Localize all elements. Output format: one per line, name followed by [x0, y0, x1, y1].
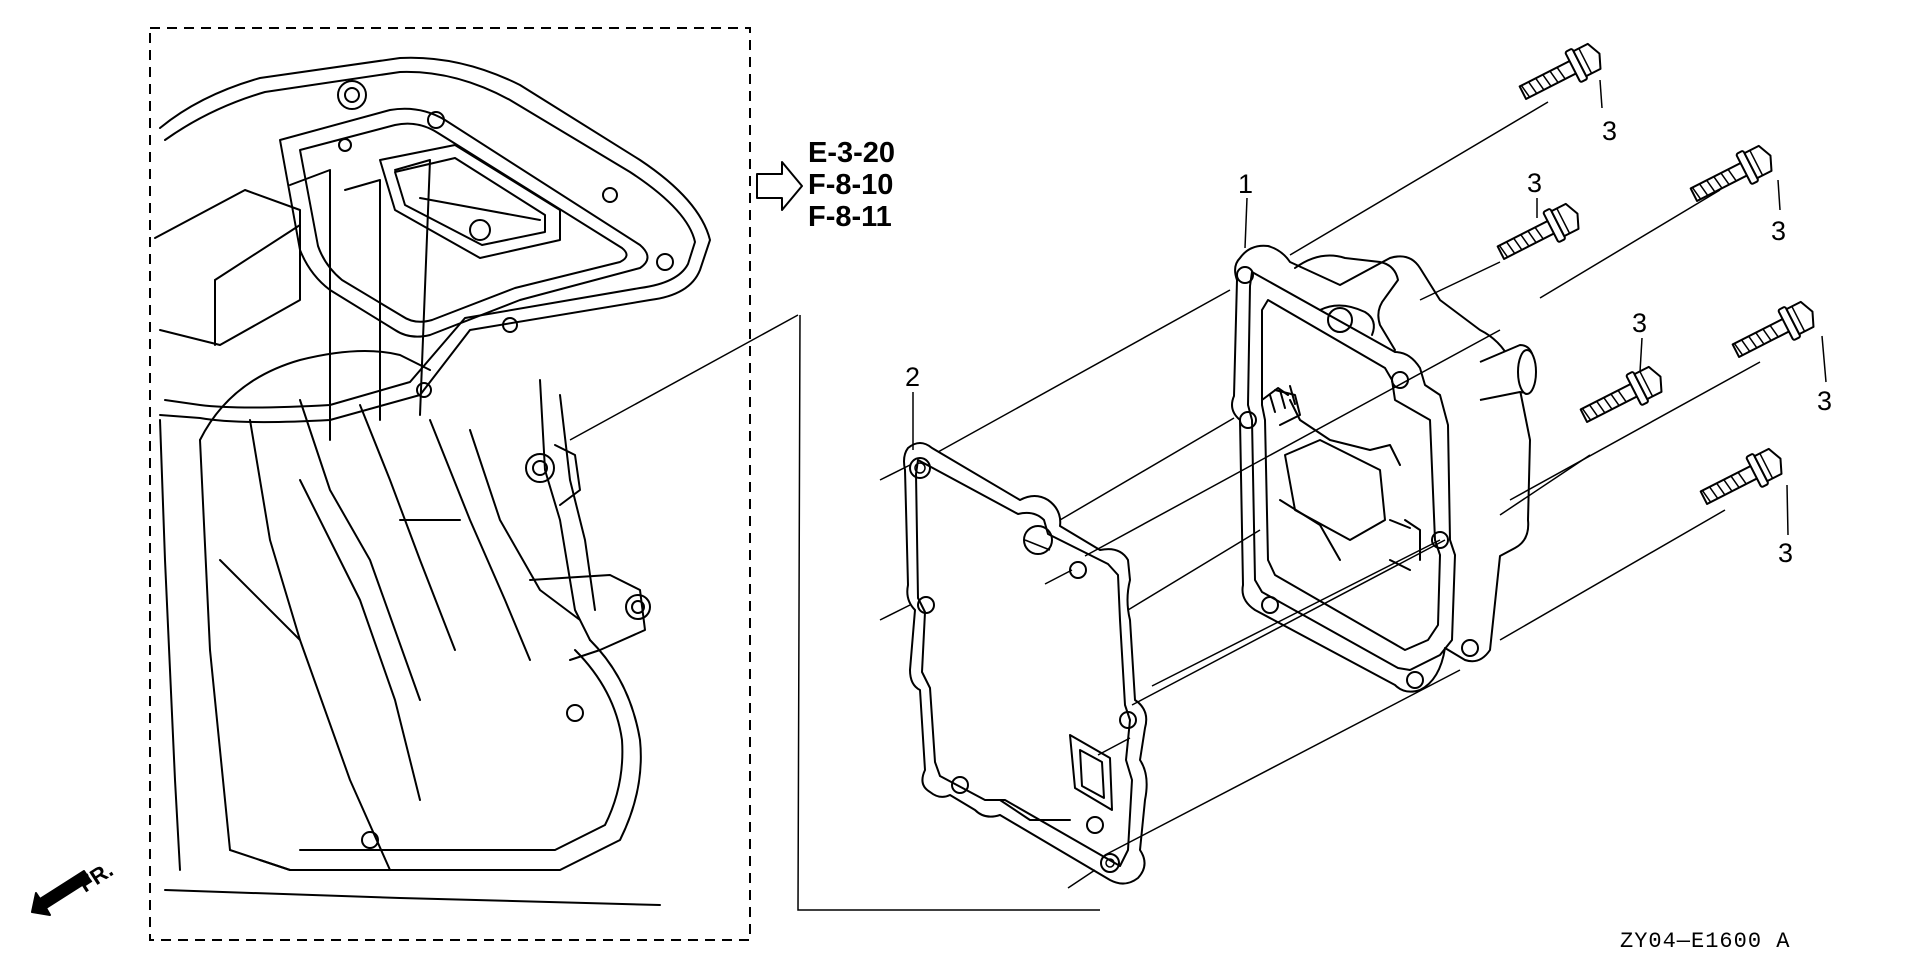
bolt-6[interactable]	[1696, 443, 1788, 512]
callout-bolt-4[interactable]: 3	[1632, 308, 1647, 338]
arrow-front-icon	[31, 870, 91, 916]
cover-part[interactable]	[1231, 244, 1537, 693]
callout-bolt-5[interactable]: 3	[1817, 386, 1832, 416]
callout-bolt-6[interactable]: 3	[1778, 538, 1793, 568]
gasket-part[interactable]	[903, 442, 1148, 885]
cross-reference-group: E-3-20 F-8-10 F-8-11	[756, 137, 895, 233]
bolt-5[interactable]	[1728, 296, 1820, 365]
cross-reference-1[interactable]: E-3-20	[808, 137, 895, 169]
cross-reference-2[interactable]: F-8-10	[808, 169, 893, 201]
front-indicator: FR.	[31, 857, 117, 916]
callout-gasket[interactable]: 2	[905, 362, 920, 392]
front-label: FR.	[74, 857, 117, 897]
extension-case-drawing	[154, 56, 711, 906]
reference-box-frame	[149, 27, 751, 941]
bolt-3[interactable]	[1686, 140, 1778, 209]
bolt-1[interactable]	[1515, 38, 1607, 107]
reference-assembly-group	[149, 27, 751, 941]
cross-reference-3[interactable]: F-8-11	[808, 201, 892, 233]
bolt-4[interactable]	[1576, 361, 1668, 430]
callout-bolt-1[interactable]: 3	[1602, 116, 1617, 146]
callout-bolt-2[interactable]: 3	[1527, 168, 1542, 198]
bolt-2[interactable]	[1493, 198, 1585, 267]
callout-cover[interactable]: 1	[1238, 169, 1253, 199]
callout-bolt-3[interactable]: 3	[1771, 216, 1786, 246]
callout-leaders	[912, 79, 1827, 536]
hollow-arrow-right-icon	[756, 161, 803, 211]
diagram-code: ZY04—E1600 A	[1620, 929, 1790, 954]
connector-line	[797, 314, 1100, 911]
alignment-lines	[879, 101, 1761, 889]
